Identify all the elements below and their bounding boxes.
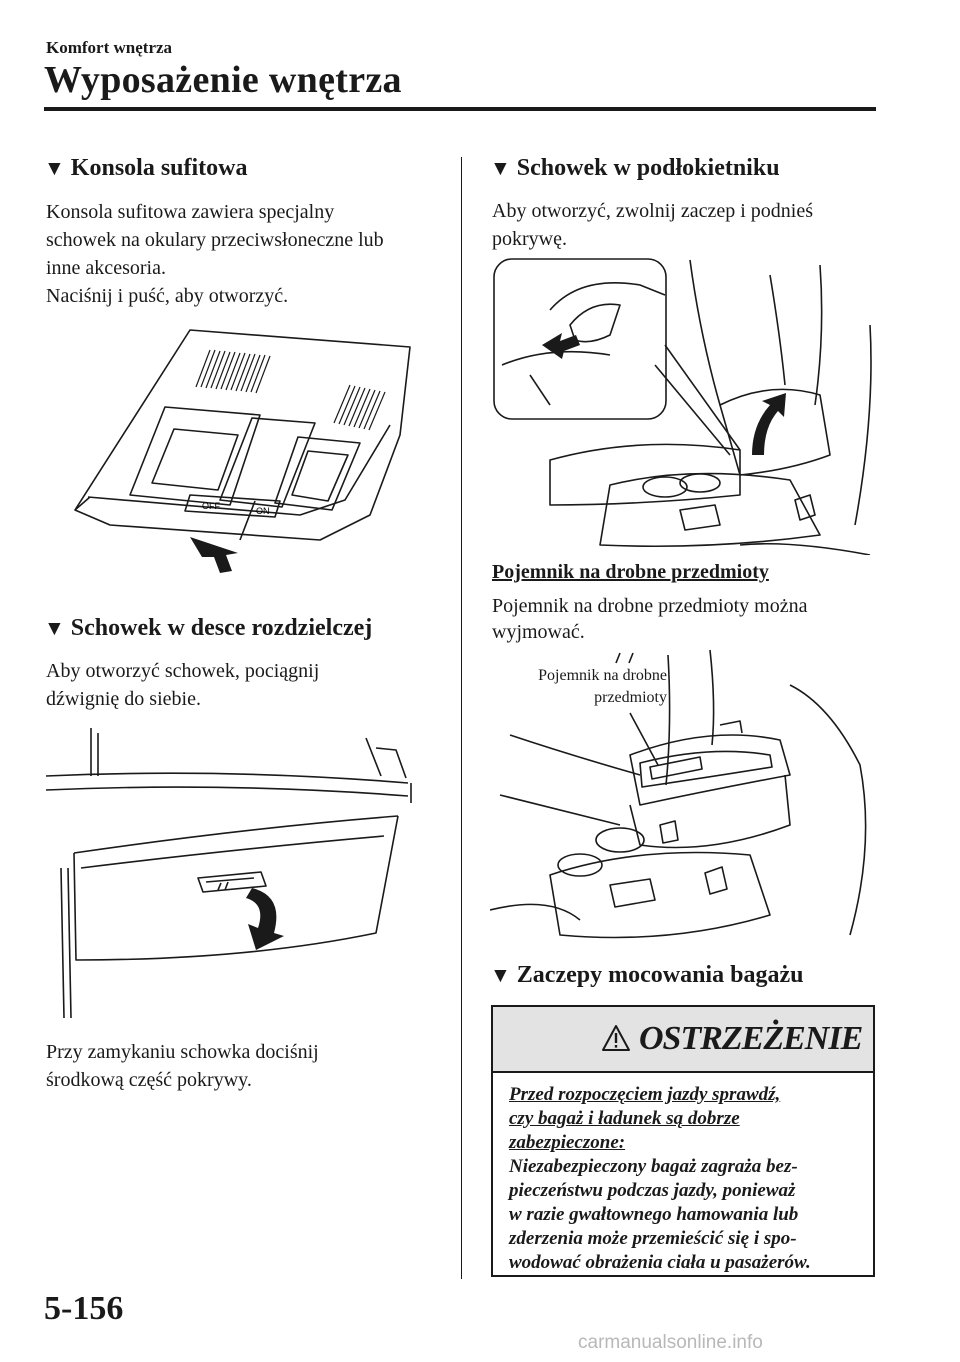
warning-triangle-icon [602,1025,630,1051]
armrest-heading: ▼Schowek w podłokietniku [490,155,780,182]
glove-box-text-1: Aby otworzyć schowek, pociągnij [46,660,320,682]
warning-title: OSTRZEŻENIE [639,1020,863,1057]
warning-body-line-1: Niezabezpieczony bagaż zagraża bez- [509,1156,798,1177]
triangle-bullet-icon: ▼ [490,156,511,180]
armrest-heading-text: Schowek w podłokietniku [516,155,780,181]
armrest-text-2: pokrywę. [492,228,567,250]
triangle-bullet-icon: ▼ [44,616,65,640]
overhead-console-illustration: OFF ON [70,325,420,573]
overhead-console-text-2: schowek na okulary przeciwsłoneczne lub [46,229,384,251]
page-number: 5-156 [44,1290,124,1327]
triangle-bullet-icon: ▼ [44,156,65,180]
arrow-up-icon [190,537,238,573]
title-rule [44,107,876,111]
glove-box-text-2: dźwignię do siebie. [46,688,201,710]
warning-body-line-2: pieczeństwu podczas jazdy, ponieważ [509,1180,796,1201]
overhead-console-text-1: Konsola sufitowa zawiera specjalny [46,201,335,223]
glove-box-heading: ▼Schowek w desce rozdzielczej [44,615,372,642]
glove-box-illustration [46,728,416,1018]
pull-lever-arrow-icon [246,888,284,950]
lift-lid-arrow-icon [752,393,786,455]
armrest-text-1: Aby otworzyć, zwolnij zaczep i podnieś [492,200,814,222]
warning-header: OSTRZEŻENIE [493,1007,873,1073]
watermark: carmanualsonline.info [578,1332,763,1353]
small-items-subheading: Pojemnik na drobne przedmioty [492,561,769,583]
page-title: Wyposażenie wnętrza [44,59,402,101]
small-items-text-2: wyjmować. [492,621,585,643]
small-items-text-1: Pojemnik na drobne przedmioty można [492,595,808,617]
small-items-callout: Pojemnik na drobne przedmioty [505,665,667,709]
switch-on-label: ON [256,506,270,516]
warning-body-line-4: zderzenia może przemieścić się i spo- [509,1228,797,1249]
triangle-bullet-icon: ▼ [490,963,511,987]
warning-underlined-line-1: Przed rozpoczęciem jazdy sprawdź, [509,1084,781,1105]
overhead-console-heading-text: Konsola sufitowa [70,155,248,181]
warning-underlined-line-3: zabezpieczone: [509,1132,626,1153]
section-label: Komfort wnętrza [46,38,173,57]
press-latch-arrow-icon [542,333,580,359]
glove-box-closing-text-2: środkową część pokrywy. [46,1069,252,1091]
warning-body-line-3: w razie gwałtownego hamowania lub [509,1204,799,1225]
warning-body-line-5: wodować obrażenia ciała u pasażerów. [509,1252,811,1273]
warning-underlined-line-2: czy bagaż i ładunek są dobrze [509,1108,740,1129]
glove-box-closing-text-1: Przy zamykaniu schowka dociśnij [46,1041,319,1063]
switch-off-label: OFF [202,501,220,511]
overhead-console-heading: ▼Konsola sufitowa [44,155,248,182]
column-divider [461,157,462,1279]
callout-line-2: przedmioty [594,689,667,706]
overhead-console-text-3: inne akcesoria. [46,257,166,279]
small-items-tray-illustration [490,645,880,950]
warning-box: OSTRZEŻENIE Przed rozpoczęciem jazdy spr… [491,1005,875,1277]
luggage-hooks-heading-text: Zaczepy mocowania bagażu [516,962,804,988]
overhead-console-text-4: Naciśnij i puść, aby otworzyć. [46,285,289,307]
armrest-illustration [490,255,880,555]
callout-line-1: Pojemnik na drobne [538,667,667,684]
luggage-hooks-heading: ▼Zaczepy mocowania bagażu [490,962,803,989]
glove-box-heading-text: Schowek w desce rozdzielczej [70,615,373,641]
